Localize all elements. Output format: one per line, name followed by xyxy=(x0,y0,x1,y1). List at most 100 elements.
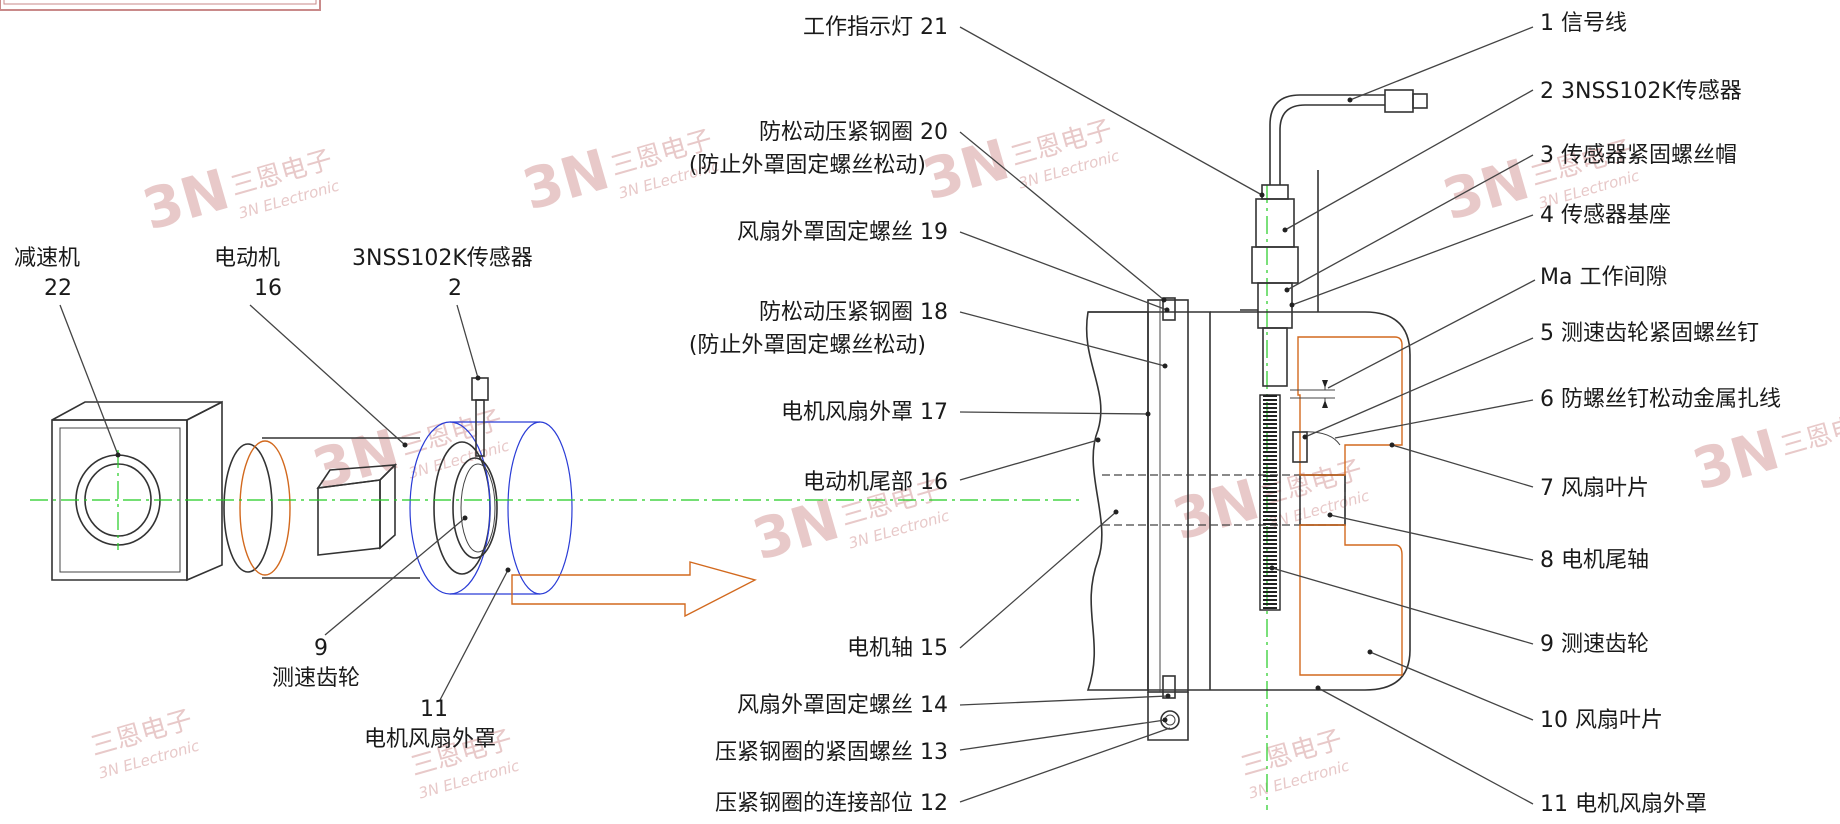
leader-4 xyxy=(1291,214,1534,306)
leader-19 xyxy=(959,231,1168,311)
label-9: 9 测速齿轮 xyxy=(1540,632,1649,657)
sensor-nut xyxy=(1251,246,1299,284)
leader-14 xyxy=(959,695,1169,706)
terminal-box-side xyxy=(379,463,396,550)
label-12: 压紧钢圈的连接部位 12 xyxy=(715,791,948,816)
reducer-inner xyxy=(59,427,181,573)
logo-frame-inner xyxy=(3,0,317,5)
watermark-brand: 3N xyxy=(1166,467,1266,553)
label-17: 电机风扇外罩 17 xyxy=(781,400,948,425)
motor-orange-ring xyxy=(239,440,291,576)
left-callouts: 工作指示灯 21 防松动压紧钢圈 20 (防止外罩固定螺丝松动) 风扇外罩固定螺… xyxy=(689,15,948,816)
leader-ma xyxy=(1327,279,1536,389)
gap-arrowhead-top xyxy=(1322,380,1328,388)
leader-7 xyxy=(1391,444,1534,488)
watermark-cn: 三恩电子 xyxy=(1777,405,1840,463)
gap-arrowhead-bottom xyxy=(1322,400,1328,408)
fan-cover-rear-edge xyxy=(507,421,573,595)
leader-15 xyxy=(959,511,1117,649)
label-20: 防松动压紧钢圈 20 xyxy=(759,120,948,145)
watermark-brand: 3N xyxy=(1436,147,1536,233)
label-19: 风扇外罩固定螺丝 19 xyxy=(737,220,948,245)
indicator-light xyxy=(1261,184,1289,200)
leader-5 xyxy=(1304,337,1534,438)
sectional-view xyxy=(1085,89,1428,810)
label-4: 4 传感器基座 xyxy=(1540,203,1671,228)
leader-18 xyxy=(959,311,1166,367)
right-callouts: 1 信号线 2 3NSS102K传感器 3 传感器紧固螺丝帽 4 传感器基座 M… xyxy=(1540,11,1781,817)
cable-connector-tip xyxy=(1412,93,1428,109)
leader-16 xyxy=(249,304,406,446)
signal-cable xyxy=(1269,94,1385,185)
sensor-upper xyxy=(1255,198,1295,248)
leader-16r xyxy=(959,439,1099,481)
leader-9r xyxy=(1271,567,1534,645)
reducer-side xyxy=(186,400,223,582)
label-6: 6 防螺丝钉松动金属扎线 xyxy=(1540,387,1781,412)
watermark-brand: 3N xyxy=(746,487,846,573)
label-1: 1 信号线 xyxy=(1540,11,1627,36)
signal-cable-2 xyxy=(1279,104,1385,185)
label-gear-name: 测速齿轮 xyxy=(272,666,360,691)
leader-2 xyxy=(456,304,479,379)
sensor-probe xyxy=(1262,327,1288,387)
label-sensor-num: 2 xyxy=(448,276,462,301)
compression-ring xyxy=(1147,299,1189,693)
leaders xyxy=(959,26,1536,805)
leader-dots xyxy=(115,97,1395,723)
fan-cover-right xyxy=(1210,311,1411,691)
leader-12 xyxy=(959,727,1171,803)
label-5: 5 测速齿轮紧固螺丝钉 xyxy=(1540,321,1759,346)
motor-front-ring xyxy=(223,443,273,573)
speed-gear-inner xyxy=(460,463,496,553)
label-11: 11 电机风扇外罩 xyxy=(1540,792,1707,817)
label-8: 8 电机尾轴 xyxy=(1540,548,1649,573)
label-motor-name: 电动机 xyxy=(214,246,280,271)
label-motor-num: 16 xyxy=(254,276,282,301)
watermark-brand: 3N xyxy=(136,157,236,243)
speed-gear-ring xyxy=(452,457,498,559)
sensor-body xyxy=(475,399,485,457)
label-3: 3 传感器紧固螺丝帽 xyxy=(1540,143,1737,168)
label-14: 风扇外罩固定螺丝 14 xyxy=(737,693,948,718)
leader-1 xyxy=(1349,26,1534,101)
leader-2r xyxy=(1284,89,1534,231)
label-18-note: (防止外罩固定螺丝松动) xyxy=(689,333,926,358)
ring-connection xyxy=(1147,692,1189,741)
label-15: 电机轴 15 xyxy=(847,636,948,661)
logo-frame xyxy=(0,0,321,11)
leader-6 xyxy=(1334,399,1534,439)
reducer-top xyxy=(51,401,223,421)
label-10: 10 风扇叶片 xyxy=(1540,708,1663,733)
label-gear-num: 9 xyxy=(314,636,328,661)
leader-11 xyxy=(439,569,509,701)
label-16: 电动机尾部 16 xyxy=(803,470,948,495)
leader-8 xyxy=(1329,514,1534,561)
label-reducer-name: 减速机 xyxy=(14,246,80,271)
label-13: 压紧钢圈的紧固螺丝 13 xyxy=(715,740,948,765)
fan-blade-lower xyxy=(1299,524,1403,676)
sensor-head xyxy=(471,377,489,401)
direction-arrow xyxy=(511,561,757,618)
leader-13 xyxy=(959,719,1166,751)
leader-22 xyxy=(59,304,119,456)
label-cover-name: 电机风扇外罩 xyxy=(364,727,496,752)
label-7: 7 风扇叶片 xyxy=(1540,476,1649,501)
fan-blade-upper xyxy=(1297,336,1403,476)
label-20-note: (防止外罩固定螺丝松动) xyxy=(689,153,926,178)
cable-connector xyxy=(1384,89,1414,113)
motor-tail-section xyxy=(1085,311,1149,691)
watermark-brand: 3N xyxy=(1686,417,1786,503)
label-18: 防松动压紧钢圈 18 xyxy=(759,300,948,325)
label-reducer-num: 22 xyxy=(44,276,72,301)
leader-9 xyxy=(324,517,466,636)
leader-3 xyxy=(1286,154,1534,291)
leader-10 xyxy=(1369,651,1534,721)
leader-20 xyxy=(959,131,1165,301)
leader-11r xyxy=(1317,687,1534,805)
leader-17 xyxy=(959,411,1149,415)
label-21: 工作指示灯 21 xyxy=(803,15,948,40)
lock-wire xyxy=(1299,431,1341,446)
label-ma: Ma 工作间隙 xyxy=(1540,265,1667,290)
